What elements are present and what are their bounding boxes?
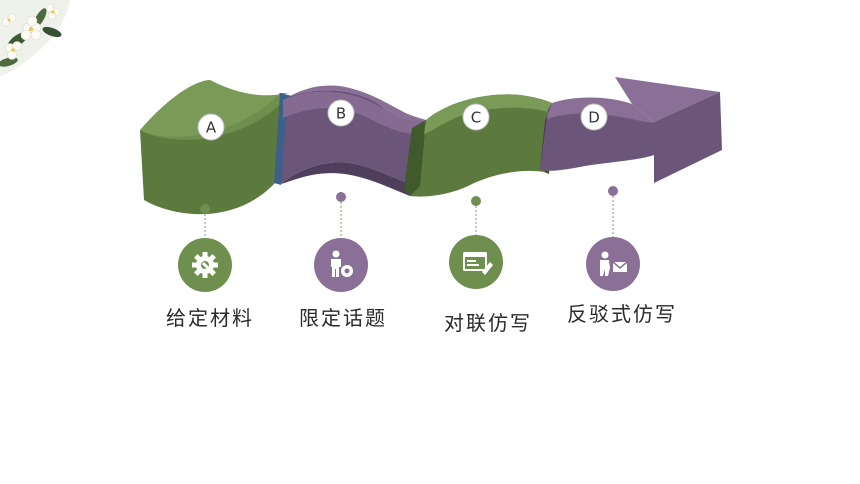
step-a-letter: A <box>206 119 217 137</box>
step-c-connector <box>471 196 481 238</box>
ribbon-segment-d-arrow <box>540 77 722 183</box>
step-a-connector <box>200 204 210 238</box>
step-a-label: 给定材料 <box>166 306 254 330</box>
step-b-label: 限定话题 <box>299 306 387 330</box>
step-d-letter: D <box>588 109 600 127</box>
step-d-label: 反驳式仿写 <box>567 302 677 326</box>
step-a-letter-badge: A <box>197 113 225 141</box>
step-d-connector <box>608 186 618 238</box>
step-b-letter: B <box>336 105 346 123</box>
step-c-label: 对联仿写 <box>444 311 532 335</box>
person-mail-icon <box>586 237 640 291</box>
person-gear-icon <box>314 238 368 292</box>
ribbon-segment-b <box>281 85 426 196</box>
flower-decoration <box>0 0 70 76</box>
browser-edit-icon <box>449 235 503 289</box>
gear-wrench-icon <box>178 238 232 292</box>
step-b-connector <box>336 192 346 238</box>
step-d-letter-badge: D <box>580 103 608 131</box>
step-b-letter-badge: B <box>327 99 355 127</box>
step-c-letter: C <box>471 109 481 127</box>
step-c-letter-badge: C <box>462 103 490 131</box>
ribbon-segment-a <box>140 80 292 215</box>
